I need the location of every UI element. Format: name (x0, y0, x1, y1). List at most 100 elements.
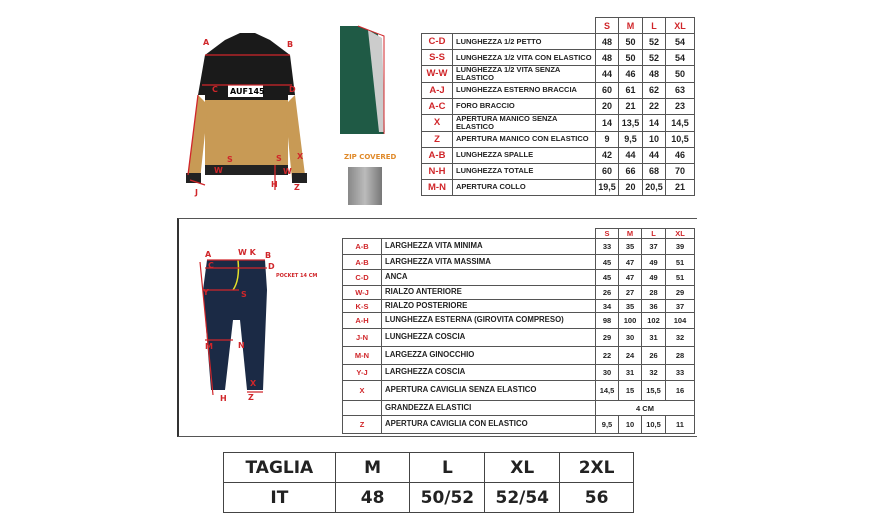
point-label: X (297, 152, 304, 161)
measure-value: 70 (665, 162, 695, 180)
measure-value: 54 (665, 33, 695, 50)
measure-value: 50 (618, 49, 643, 66)
measure-value: 50 (618, 33, 643, 50)
measure-value: 31 (641, 328, 666, 347)
size-header-xl: XL (665, 228, 695, 239)
measure-value: 44 (595, 65, 619, 83)
measure-value: 44 (642, 146, 666, 164)
measure-value: 23 (665, 97, 695, 115)
measure-value: 100 (618, 312, 642, 329)
point-label: D (289, 85, 296, 94)
size-l: L (409, 452, 486, 483)
it-xl: 52/54 (484, 482, 561, 513)
measure-label: LUNGHEZZA COSCIA (381, 328, 596, 347)
point-label: S (227, 155, 233, 164)
measure-code: A-J (421, 81, 453, 99)
measure-value: 44 (618, 146, 643, 164)
measure-value: 37 (641, 238, 666, 255)
measure-value: 36 (641, 299, 666, 313)
measure-value: 13,5 (618, 113, 643, 132)
measure-value: 28 (641, 285, 666, 300)
measure-value: 19,5 (595, 178, 619, 196)
measure-value: 9,5 (618, 130, 643, 148)
point-label: S (241, 290, 247, 299)
measure-value: 14,5 (665, 113, 695, 132)
point-label: A (205, 250, 212, 259)
measure-code: C-D (342, 269, 382, 286)
point-label: Z (294, 183, 300, 192)
point-label: W (214, 166, 223, 175)
measure-value: 33 (595, 238, 619, 255)
measure-value: 20,5 (642, 178, 666, 196)
taglia-header: TAGLIA (223, 452, 336, 483)
measure-value: 14,5 (595, 380, 619, 401)
measure-value: 14 (642, 113, 666, 132)
measure-label: LARGHEZZA COSCIA (381, 364, 596, 381)
measure-code: A-B (342, 238, 382, 255)
measure-label: LUNGHEZZA 1/2 PETTO (452, 33, 596, 50)
size-header-l: L (642, 17, 666, 34)
point-label: H (220, 394, 227, 403)
measure-value: 52 (642, 33, 666, 50)
measure-label: LUNGHEZZA TOTALE (452, 162, 596, 180)
header-blank (421, 17, 596, 34)
measure-label: LUNGHEZZA 1/2 VITA SENZA ELASTICO (452, 65, 596, 83)
measure-value: 62 (642, 81, 666, 99)
it-label: IT (223, 482, 336, 513)
measure-value: 10 (618, 415, 642, 434)
measure-value: 20 (618, 178, 643, 196)
measure-code: A-B (421, 146, 453, 164)
measure-value: 48 (642, 65, 666, 83)
measure-label: RIALZO POSTERIORE (381, 299, 596, 313)
measure-value: 9,5 (595, 415, 619, 434)
pocket-label: POCKET 14 CM (276, 273, 318, 279)
point-label: B (265, 251, 272, 260)
measure-value: 15 (618, 380, 642, 401)
pants-illustration (199, 259, 267, 396)
measure-value: 47 (618, 254, 642, 270)
measure-value: 29 (665, 285, 695, 300)
size-header-s: S (595, 17, 619, 34)
jacket-illustration (186, 33, 307, 190)
measure-code: C-D (421, 33, 453, 50)
measure-code: Y-J (342, 364, 382, 381)
measure-value: 42 (595, 146, 619, 164)
measure-value: 28 (665, 346, 695, 365)
measure-value: 31 (618, 364, 642, 381)
size-header-s: S (595, 228, 619, 239)
measure-code: Z (421, 130, 453, 148)
measure-value: 24 (618, 346, 642, 365)
size-conversion-table: TAGLIA M L XL 2XL IT 48 50/52 52/54 56 (223, 452, 634, 513)
it-2xl: 56 (559, 482, 634, 513)
measure-value: 20 (595, 97, 619, 115)
measure-value: 34 (595, 299, 619, 313)
zip-photo (348, 167, 382, 205)
measure-code: W-J (342, 285, 382, 300)
point-label: D (268, 262, 275, 271)
measure-value: 14 (595, 113, 619, 132)
measure-value: 30 (595, 364, 619, 381)
measure-value: 4 CM (595, 400, 695, 416)
measure-value: 60 (595, 81, 619, 99)
measure-label: APERTURA MANICO SENZA ELASTICO (452, 113, 596, 132)
size-m: M (334, 452, 411, 483)
measure-value: 102 (641, 312, 666, 329)
measure-value: 48 (595, 33, 619, 50)
